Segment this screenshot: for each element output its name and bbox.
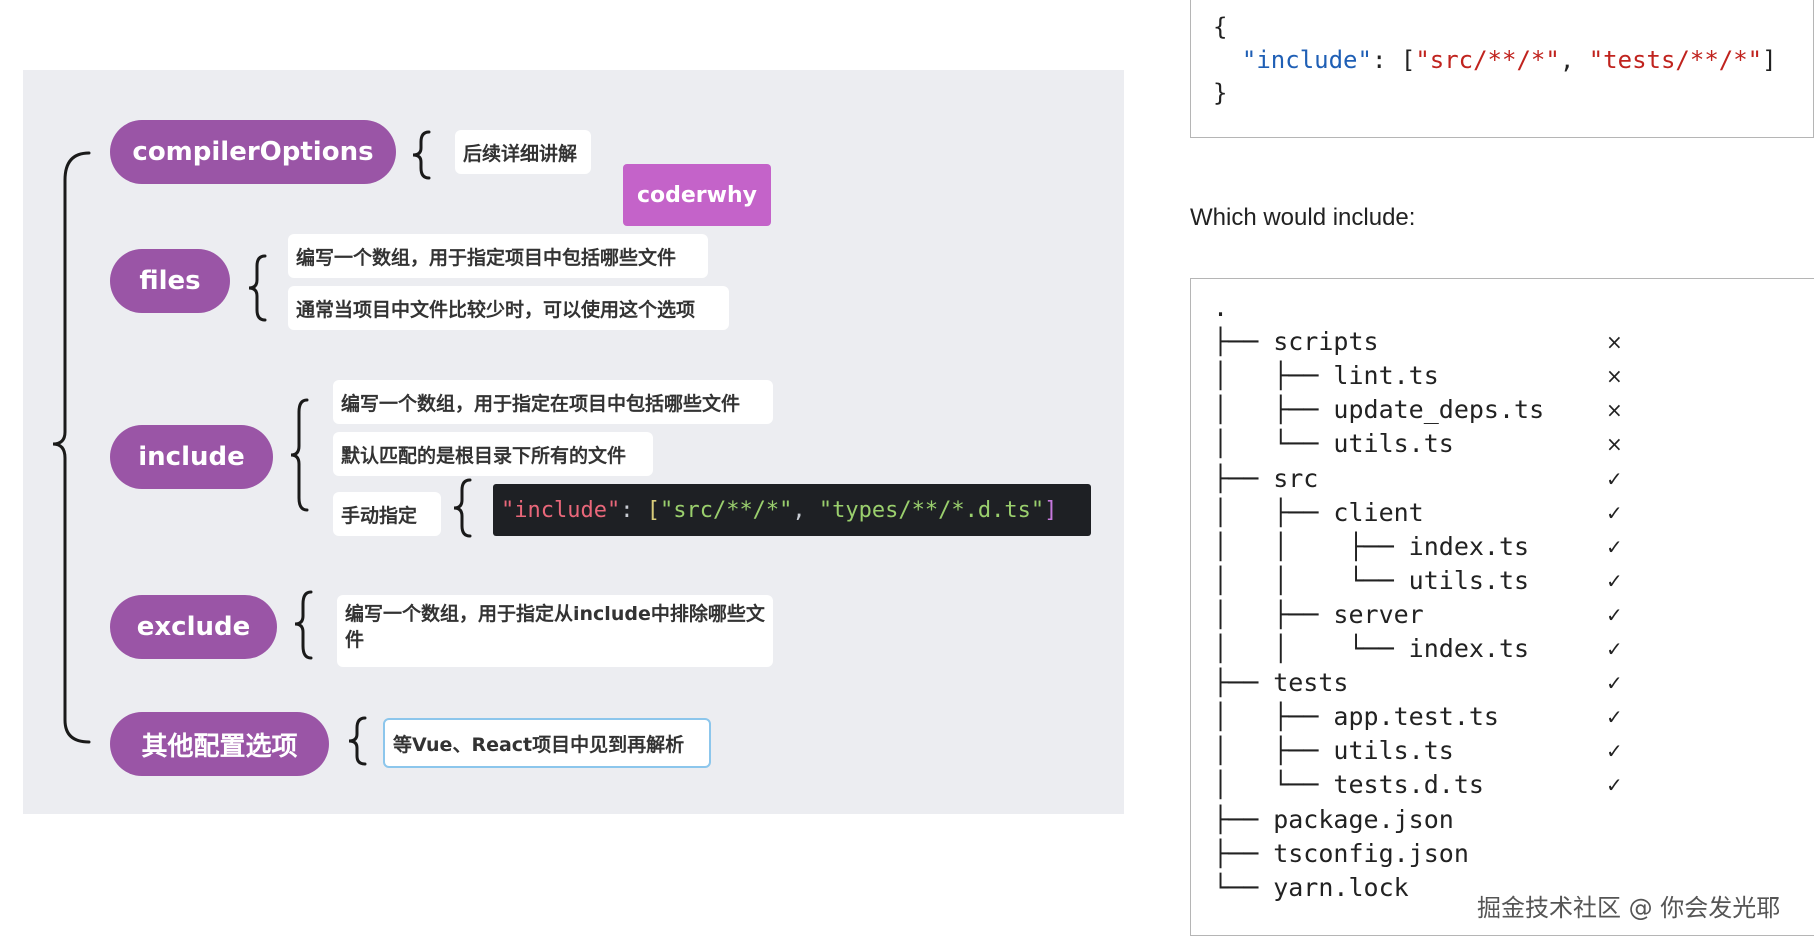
tree-row: │ │ └── utils.ts — [1213, 565, 1530, 595]
tree-row-mark: ✓ — [1606, 568, 1623, 593]
tree-row-mark: ✓ — [1606, 671, 1623, 696]
tree-row-mark: × — [1606, 432, 1623, 457]
json-value-2: "tests/**/*" — [1588, 46, 1763, 74]
tree-row-mark: × — [1606, 398, 1623, 423]
json-close-bracket: ] — [1762, 46, 1777, 74]
tree-row-mark: ✓ — [1606, 773, 1623, 798]
note-include-default: 默认匹配的是根目录下所有的文件 — [333, 432, 653, 476]
mindmap-panel: compilerOptions files include exclude 其他… — [23, 70, 1124, 814]
tree-row: . — [1213, 293, 1229, 322]
json-key: "include" — [1241, 46, 1372, 74]
json-comma: , — [1559, 46, 1589, 74]
which-would-include-text: Which would include: — [1190, 204, 1416, 231]
exclude-brace — [294, 590, 313, 660]
code-comma: , — [792, 497, 819, 523]
tree-row-mark: × — [1606, 364, 1623, 389]
code-open-bracket: [ — [646, 497, 660, 523]
code-colon: : — [620, 497, 647, 523]
tree-row: ├── tsconfig.json — [1213, 838, 1469, 868]
other-brace — [348, 716, 367, 766]
tree-row: ├── package.json — [1213, 804, 1454, 834]
main-brace — [52, 151, 91, 744]
json-open-brace: { — [1213, 13, 1228, 41]
tree-row: │ ├── lint.ts — [1213, 361, 1439, 391]
tree-row-mark: ✓ — [1606, 739, 1623, 764]
json-open-bracket: [ — [1400, 46, 1416, 74]
tree-row-mark: × — [1606, 330, 1623, 355]
include-json-code-block: { "include": ["src/**/*", "tests/**/*"] … — [1190, 0, 1814, 138]
topic-other-options[interactable]: 其他配置选项 — [110, 712, 329, 776]
tree-row: │ │ ├── index.ts — [1213, 531, 1530, 561]
note-include-array: 编写一个数组，用于指定在项目中包括哪些文件 — [333, 380, 773, 424]
code-value-1: "src/**/*" — [659, 497, 793, 523]
topic-files[interactable]: files — [110, 249, 230, 313]
tree-row: │ ├── server — [1213, 599, 1424, 629]
note-exclude-array: 编写一个数组，用于指定从include中排除哪些文件 — [337, 595, 773, 667]
tree-row: │ ├── update_deps.ts — [1213, 395, 1545, 425]
code-close-bracket: ] — [1044, 497, 1058, 523]
watermark: 掘金技术社区 @ 你会发光耶 — [1477, 894, 1781, 922]
note-files-array: 编写一个数组，用于指定项目中包括哪些文件 — [288, 234, 708, 278]
tree-row: │ ├── app.test.ts — [1213, 702, 1499, 732]
brace-connectors — [52, 130, 472, 766]
code-value-2: "types/**/*.d.ts" — [818, 497, 1045, 523]
tree-row-mark: ✓ — [1606, 500, 1623, 525]
tree-row: │ └── utils.ts — [1213, 429, 1454, 459]
json-close-brace: } — [1213, 79, 1228, 107]
tree-row: │ ├── client — [1213, 497, 1424, 527]
tree-row: │ ├── utils.ts — [1213, 736, 1454, 766]
coderwhy-badge: coderwhy — [623, 164, 771, 226]
tree-row: ├── src — [1213, 463, 1319, 493]
json-colon: : — [1371, 46, 1401, 74]
tree-row: │ └── tests.d.ts — [1213, 770, 1484, 800]
tree-row-mark: ✓ — [1606, 602, 1623, 627]
manual-brace — [453, 478, 472, 538]
json-value-1: "src/**/*" — [1415, 46, 1560, 74]
note-files-few: 通常当项目中文件比较少时，可以使用这个选项 — [288, 286, 729, 330]
tree-row: └── yarn.lock — [1213, 872, 1409, 902]
topic-compiler-options[interactable]: compilerOptions — [110, 120, 396, 184]
tree-row: ├── scripts — [1213, 327, 1379, 357]
files-brace — [248, 254, 267, 322]
tree-row-mark: ✓ — [1606, 534, 1623, 559]
topic-include[interactable]: include — [110, 425, 273, 489]
tree-row-mark: ✓ — [1606, 466, 1623, 491]
tree-row-mark: ✓ — [1606, 705, 1623, 730]
code-key: "include" — [501, 497, 621, 523]
include-brace — [290, 398, 309, 512]
tree-row: │ │ └── index.ts — [1213, 634, 1530, 663]
compiler-brace — [412, 130, 431, 180]
note-compiler-detail: 后续详细讲解 — [455, 130, 591, 174]
note-include-manual: 手动指定 — [333, 492, 441, 536]
include-code-snippet: "include": ["src/**/*", "types/**/*.d.ts… — [493, 484, 1091, 536]
topic-exclude[interactable]: exclude — [110, 595, 277, 659]
tree-row-mark: ✓ — [1606, 637, 1623, 661]
note-other-detail: 等Vue、React项目中见到再解析 — [383, 718, 711, 768]
file-tree: . ├── scripts × │ ├── lint.ts × │ ├── update_… — [1190, 278, 1814, 936]
tree-row: ├── tests — [1213, 668, 1349, 698]
